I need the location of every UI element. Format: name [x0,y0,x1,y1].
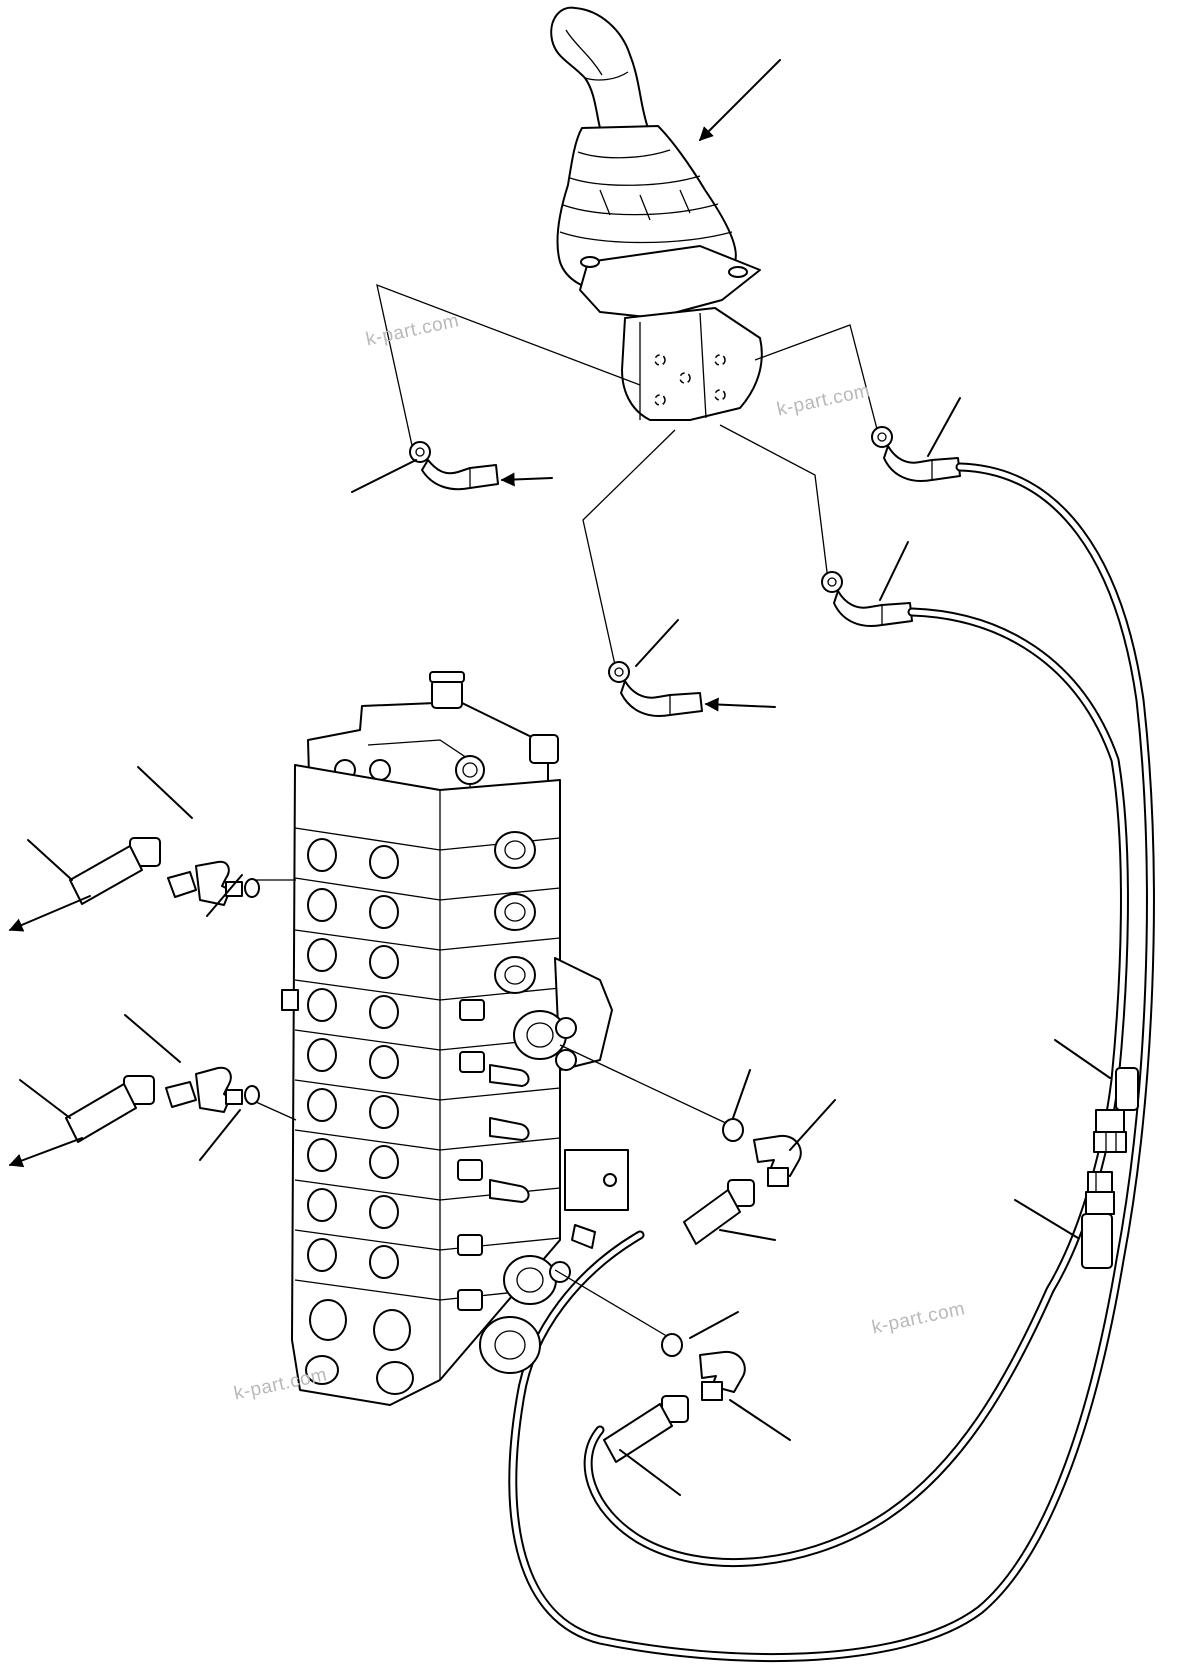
leader-line-left-lower-oring [199,1109,241,1161]
leader-line-left-upper-oring [206,874,243,917]
leader-line-left-lower-hose [19,1079,71,1119]
leader-line-d [635,619,679,667]
leader-line-joint-upper [1054,1039,1111,1079]
leader-arrow-left-lower [8,1137,83,1168]
leader-line-c [879,541,909,601]
ppc-valve-joystick [550,6,763,421]
left-fitting-upper [69,837,260,906]
hose-outer [508,462,1155,1663]
elbow-fitting-c [821,571,913,627]
leader-line-left-upper-elbow [137,766,193,819]
hose-inner [583,607,1129,1568]
elbow-fitting-a [409,441,499,491]
hose-joint-lower [1081,1171,1115,1269]
right-fitting-lower [603,1333,746,1463]
leader-line-right-lower-hose [619,1449,681,1496]
control-valve-block [281,671,629,1406]
leader-line-b [927,397,961,457]
leader-line-right-upper-oring [732,1069,751,1119]
leader-line-right-upper-hose [719,1229,776,1241]
guide-lines-ppc [376,283,879,666]
valve-side-fittings [281,831,629,1374]
right-fitting-upper [683,1118,802,1245]
leader-arrow-d [704,697,776,712]
leader-line-a [351,459,417,493]
leader-arrow-joystick [699,59,781,141]
leader-line-joint-lower [1014,1199,1079,1239]
left-fitting-lower [65,1066,260,1143]
leader-line-right-lower-elbow [729,1399,791,1441]
leader-line-right-upper-elbow [789,1099,836,1151]
guide-right-lower [554,1269,671,1339]
leader-line-left-lower-elbow [124,1014,181,1063]
leader-line-left-upper-hose [27,839,73,881]
elbow-fitting-d [608,661,703,717]
leader-arrow-left-upper [8,895,91,932]
hose-joint-upper [1093,1067,1139,1153]
valve-sections [294,827,561,1395]
leader-line-right-lower-oring [689,1311,739,1339]
leader-arrow-a [500,472,553,487]
guide-right-upper [559,1044,731,1126]
elbow-fitting-b [871,426,961,482]
guide-left-lower [255,1101,297,1121]
